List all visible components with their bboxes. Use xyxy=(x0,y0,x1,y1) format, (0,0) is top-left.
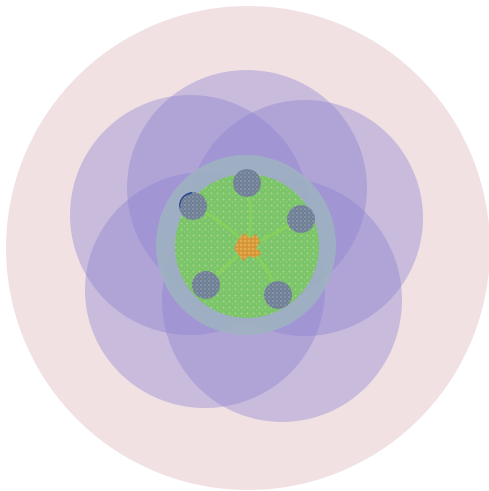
pod-node-icon-2 xyxy=(287,205,315,233)
pod-node-icon-4 xyxy=(192,271,220,299)
pod-node-icon-3 xyxy=(264,281,292,309)
pod-node-icon-5 xyxy=(179,192,207,220)
pod-node-icon-1 xyxy=(233,169,261,197)
